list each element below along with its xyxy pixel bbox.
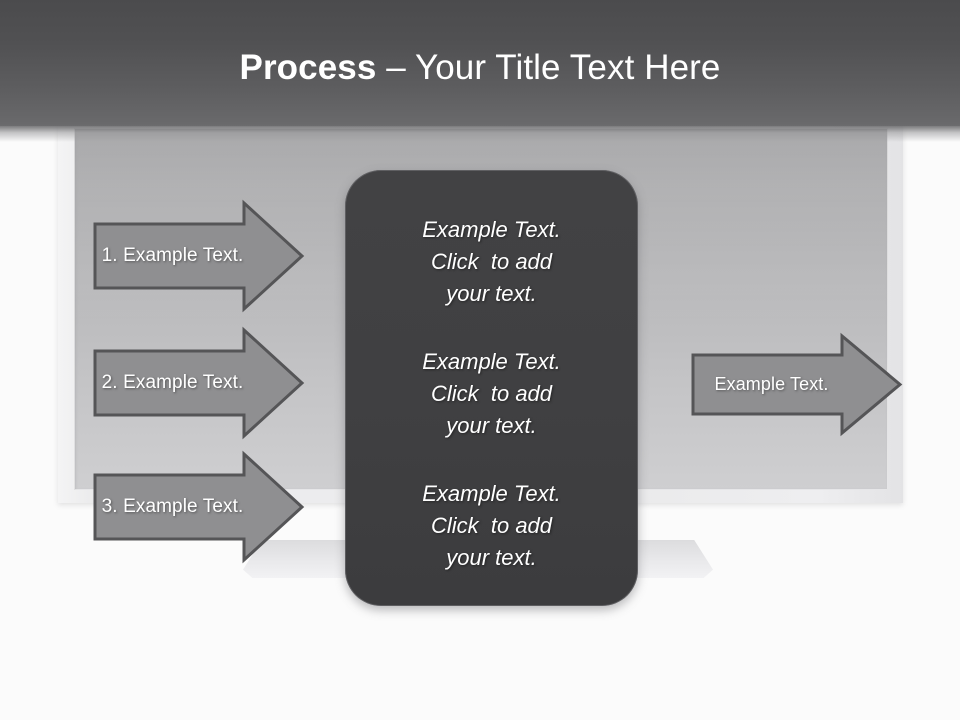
panel-text-block-3-line-2: Click to add [430, 513, 553, 538]
slide-title: Process – Your Title Text Here [0, 46, 960, 90]
process-arrow-2[interactable]: 2. Example Text. [92, 326, 305, 440]
process-arrow-1[interactable]: 1. Example Text. [92, 199, 305, 313]
process-output-arrow[interactable]: Example Text. [690, 332, 903, 437]
panel-text-block-1-line-2: Click to add [430, 249, 553, 274]
center-content-panel[interactable]: Example Text. Click to add your text. Ex… [345, 170, 638, 606]
panel-text-block-1-line-3: your text. [446, 281, 537, 306]
panel-text-block-3: Example Text. Click to add your text. [345, 478, 638, 574]
arrow-right-icon [93, 450, 305, 564]
panel-text-block-1-line-1: Example Text. [422, 217, 561, 242]
arrow-right-icon [93, 326, 305, 440]
slide-title-rest-part: – Your Title Text Here [376, 48, 721, 87]
panel-text-block-2-line-2: Click to add [430, 381, 553, 406]
process-arrow-3[interactable]: 3. Example Text. [92, 450, 305, 564]
arrow-right-icon [691, 332, 903, 437]
panel-text-block-1: Example Text. Click to add your text. [345, 214, 638, 310]
slide-title-bold-part: Process [239, 48, 377, 87]
panel-text-block-2-line-1: Example Text. [422, 349, 561, 374]
slide-title-band: Process – Your Title Text Here [0, 0, 960, 142]
arrow-right-icon [93, 199, 305, 313]
panel-text-block-2-line-3: your text. [446, 413, 537, 438]
panel-text-block-2: Example Text. Click to add your text. [345, 346, 638, 442]
panel-text-block-3-line-1: Example Text. [422, 481, 561, 506]
panel-text-block-3-line-3: your text. [446, 545, 537, 570]
